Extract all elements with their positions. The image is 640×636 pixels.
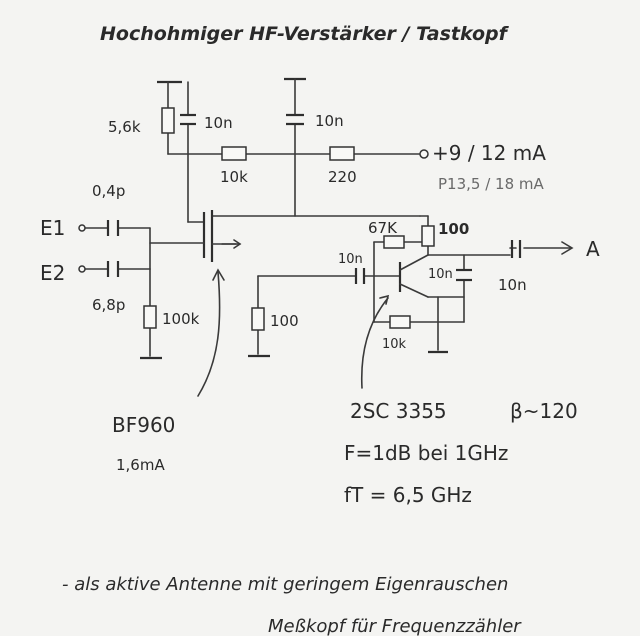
label-c-in2: 6,8p	[92, 296, 125, 314]
label-supply-primary: +9 / 12 mA	[432, 141, 546, 165]
label-c-top-right: 10n	[315, 112, 344, 130]
wiring	[83, 77, 571, 360]
notes: - als aktive Antenne mit geringem Eigenr…	[62, 574, 522, 636]
output-arrow	[561, 241, 574, 255]
label-r-100k: 100k	[162, 310, 200, 328]
resistor-emitter-10k	[389, 315, 411, 329]
label-r-10k-emitter: 10k	[382, 337, 407, 352]
label-c-out: 10n	[498, 276, 527, 294]
title: Hochohmiger HF-Verstärker / Tastkopf	[100, 23, 510, 45]
note-line-2: Meßkopf für Frequenzzähler	[268, 616, 522, 636]
resistor-67k	[383, 235, 405, 249]
pointer-fet	[197, 271, 221, 397]
label-bjt-part: 2SC 3355	[350, 399, 447, 423]
supply-terminal	[419, 149, 429, 159]
pointer-bjt-head	[379, 294, 390, 305]
label-fet-current: 1,6mA	[116, 456, 165, 474]
label-fet-part: BF960	[112, 413, 175, 437]
label-output-a: A	[586, 237, 600, 261]
resistor-10k	[221, 146, 247, 161]
label-bjt-noise: F=1dB bei 1GHz	[344, 441, 508, 465]
label-bjt-ft: fT = 6,5 GHz	[344, 483, 472, 507]
components	[78, 107, 574, 397]
label-input-e1: E1	[40, 216, 65, 240]
label-c-emitter: 10n	[428, 267, 453, 282]
label-r-67k: 67K	[368, 219, 398, 237]
label-supply-secondary: P13,5 / 18 mA	[438, 175, 545, 193]
resistor-source-100	[251, 307, 265, 331]
label-input-e2: E2	[40, 261, 65, 285]
pointer-fet-head	[212, 268, 225, 281]
label-c-top-left: 10n	[204, 114, 233, 132]
label-r-10k-mid: 10k	[220, 168, 248, 186]
note-line-1: - als aktive Antenne mit geringem Eigenr…	[62, 574, 508, 595]
label-c-in1: 0,4p	[92, 182, 125, 200]
label-c-coupling: 10n	[338, 252, 363, 267]
label-r-top: 5,6k	[108, 118, 141, 136]
resistor-collector-100	[421, 225, 435, 247]
label-bjt-beta: β~120	[510, 399, 578, 423]
fet-source-arrow	[233, 239, 242, 249]
pointer-bjt	[360, 297, 389, 389]
input-e2-terminal	[78, 265, 86, 273]
label-r-220: 220	[328, 168, 357, 186]
resistor-220	[329, 146, 355, 161]
label-r-collector: 100	[438, 220, 469, 238]
resistor-100k	[143, 305, 157, 329]
label-r-source: 100	[270, 312, 299, 330]
resistor-5k6	[161, 107, 175, 134]
labels: 5,6k 10n 10n 10k 220 +9 / 12 mA P13,5 / …	[40, 112, 600, 507]
input-e1-terminal	[78, 224, 86, 232]
